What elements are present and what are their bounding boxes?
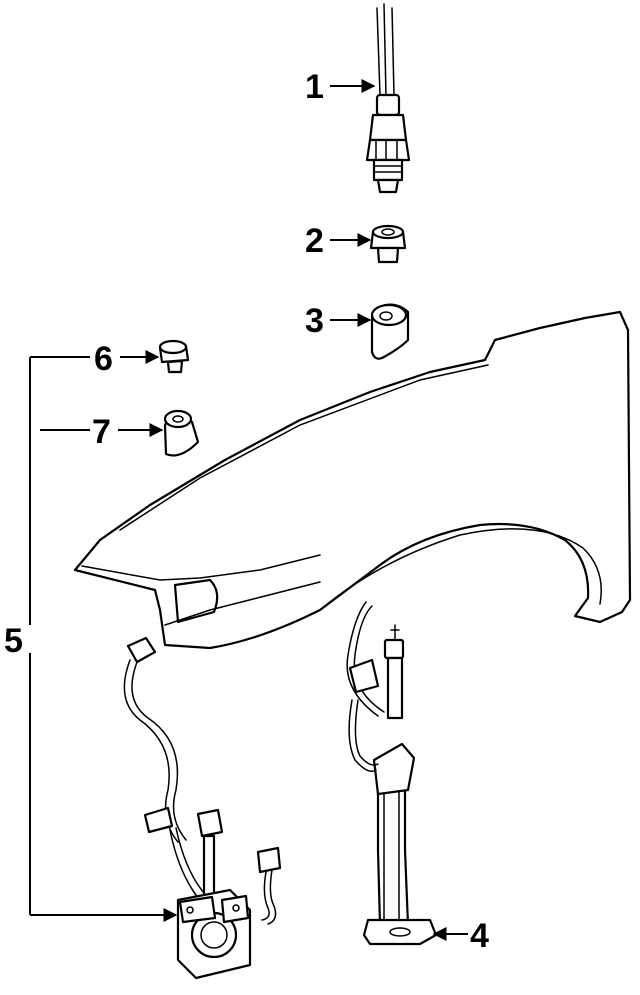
callout-label-6: 6 — [94, 340, 113, 378]
bushing-part — [370, 303, 410, 360]
callout-label-7: 7 — [92, 413, 111, 451]
callout-label-4: 4 — [470, 917, 489, 955]
callout-7: 7 — [40, 413, 164, 451]
callout-label-1: 1 — [305, 68, 324, 106]
callout-3: 3 — [305, 302, 372, 340]
callout-5: 5 — [4, 356, 178, 922]
grommet-part — [163, 409, 200, 457]
callout-1: 1 — [305, 68, 376, 106]
power-antenna-part — [346, 601, 438, 946]
callout-6: 6 — [94, 340, 160, 378]
antenna-cable-part — [123, 636, 282, 980]
antenna-mast-part — [365, 3, 411, 194]
callout-label-5: 5 — [4, 622, 23, 660]
callout-4: 4 — [432, 917, 489, 955]
callout-2: 2 — [305, 222, 372, 260]
callout-label-2: 2 — [305, 222, 324, 260]
cap-part — [158, 339, 190, 374]
callout-label-3: 3 — [305, 302, 324, 340]
fender-part — [73, 310, 632, 650]
nut-part — [369, 224, 407, 264]
